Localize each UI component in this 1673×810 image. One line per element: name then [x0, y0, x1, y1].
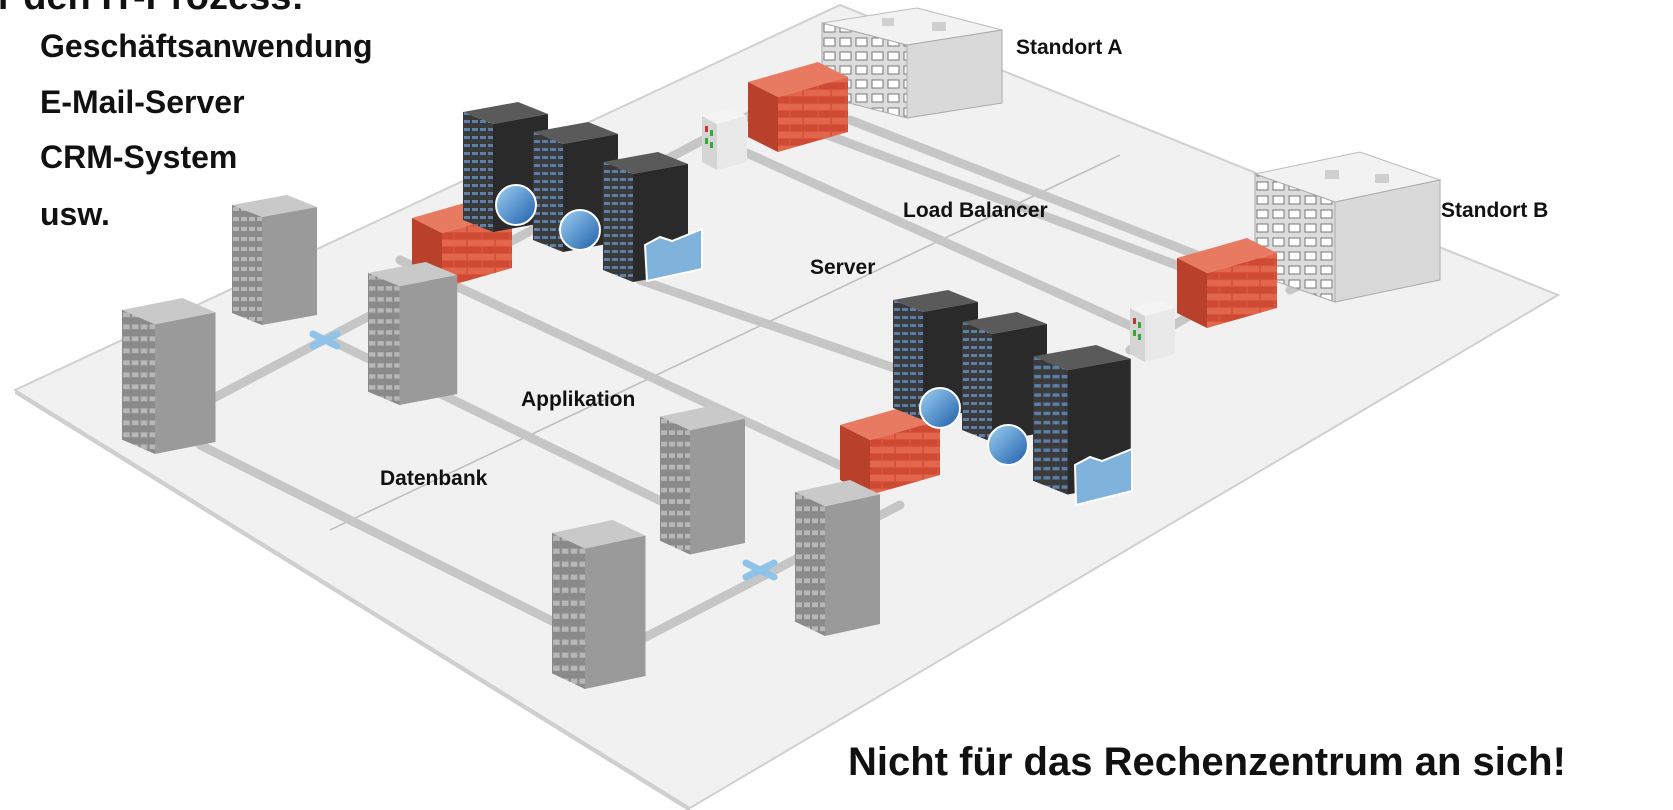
globe-icon — [919, 387, 961, 429]
globe-icon — [495, 184, 537, 226]
server-rack-icon — [122, 298, 216, 454]
bullet-item: usw. — [40, 196, 110, 232]
server-rack-icon — [660, 405, 745, 555]
network-switch-icon — [309, 330, 341, 350]
server-rack-icon — [795, 480, 880, 636]
globe-icon — [987, 424, 1029, 466]
bullet-item: E-Mail-Server — [40, 84, 245, 120]
building-icon — [821, 7, 1003, 119]
label-standort-a: Standort A — [1016, 36, 1123, 59]
server-rack-icon — [368, 262, 458, 405]
label-standort-b: Standort B — [1441, 199, 1549, 222]
label-server: Server — [810, 256, 876, 279]
folder-icon — [1073, 447, 1133, 507]
label-applikation: Applikation — [521, 388, 636, 411]
load-balancer-icon — [1130, 300, 1175, 362]
globe-icon — [559, 209, 601, 251]
bullet-item: Geschäftsanwendung — [40, 28, 373, 64]
footer-note: Nicht für das Rechenzentrum an sich! — [848, 740, 1566, 784]
load-balancer-icon — [702, 108, 747, 170]
floor-edge — [15, 390, 690, 810]
building-icon — [1253, 151, 1442, 303]
slide-heading-fragment: für den IT-Prozess: — [0, 0, 304, 19]
server-rack-icon — [552, 520, 646, 689]
network-switch-icon — [742, 559, 778, 581]
label-datenbank: Datenbank — [380, 467, 488, 490]
zone-divider — [329, 154, 1121, 531]
label-load-balancer: Load Balancer — [903, 199, 1048, 222]
server-rack-icon — [232, 195, 317, 325]
folder-icon — [643, 227, 703, 283]
bullet-item: CRM-System — [40, 139, 238, 175]
